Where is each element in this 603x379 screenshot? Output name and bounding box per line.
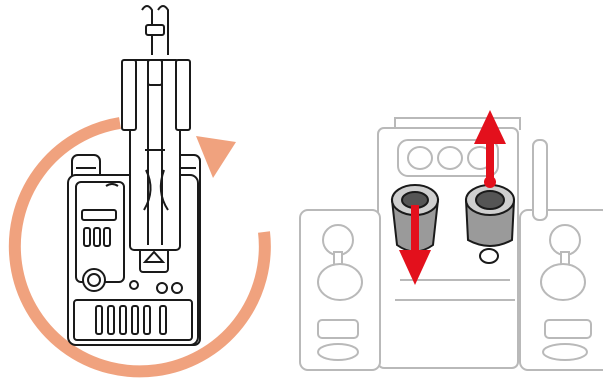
excavator-cab xyxy=(75,181,183,294)
excavator-diagram xyxy=(8,5,271,378)
rotation-arrow-icon xyxy=(8,117,271,378)
joystick-icon xyxy=(317,224,586,301)
cab-controls-diagram xyxy=(299,110,603,371)
arrow-up-icon xyxy=(474,110,506,188)
arrow-down-icon xyxy=(399,205,431,285)
excavator-boom xyxy=(121,5,191,251)
